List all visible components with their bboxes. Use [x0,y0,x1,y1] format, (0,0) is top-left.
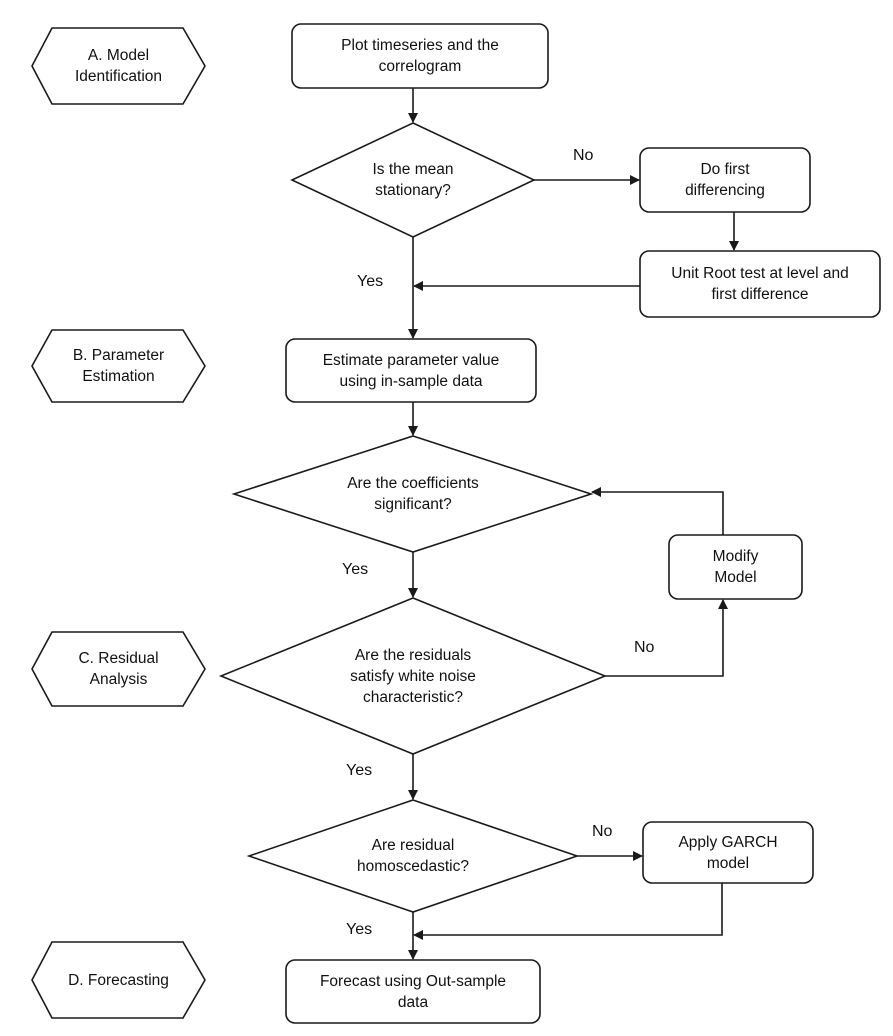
step-unit-root-box [639,250,881,318]
arrow-modify-to-coefficients [591,487,724,535]
step-garch-label: Apply GARCH model [678,833,778,872]
step-first-diff-label: Do first differencing [685,161,765,199]
stage-d-label: D. Forecasting [68,971,169,989]
edge-label-coefficients-yes: Yes [342,561,369,578]
step-plot-label: Plot timeseries and the correlogram [341,37,499,75]
step-modify-box [668,534,803,600]
edge-label-mean-yes: Yes [357,273,384,290]
stage-b-shape [31,329,206,403]
decision-mean-stationary-label: Is the mean stationary? [372,161,454,199]
step-estimate-box [285,338,537,403]
step-forecast-label: Forecast using Out-sample data [319,972,507,1011]
edge-label-white-noise-yes: Yes [346,762,373,779]
step-first-diff-box [639,147,811,213]
step-estimate-label: Estimate parameter value using in-sample… [322,351,500,390]
stage-c-shape [31,631,206,707]
step-plot-box [291,23,549,89]
arrow-garch-to-main [413,883,723,940]
step-forecast-box [285,959,541,1024]
stage-b-label: B. Parameter Estimation [72,347,165,385]
edge-label-homoscedastic-no: No [592,823,613,840]
step-modify-label: Modify Model [712,548,759,586]
stage-a-shape [31,27,206,105]
stage-c-label: C. Residual Analysis [78,650,159,688]
decision-white-noise-label: Are the residuals satisfy white noise ch… [350,646,476,706]
arrow-white-noise-no-to-modify [605,599,728,677]
step-garch-box [642,821,814,884]
stage-a-label: A. Model Identification [74,47,163,85]
stage-d-shape [31,941,206,1019]
step-unit-root-label: Unit Root test at level and first differ… [671,265,849,303]
edge-label-homoscedastic-yes: Yes [346,921,373,938]
edge-label-white-noise-no: No [634,639,655,656]
decision-coefficients-label: Are the coefficients significant? [347,475,479,513]
edge-label-mean-no: No [573,147,594,164]
decision-homoscedastic-label: Are residual homoscedastic? [356,837,469,875]
